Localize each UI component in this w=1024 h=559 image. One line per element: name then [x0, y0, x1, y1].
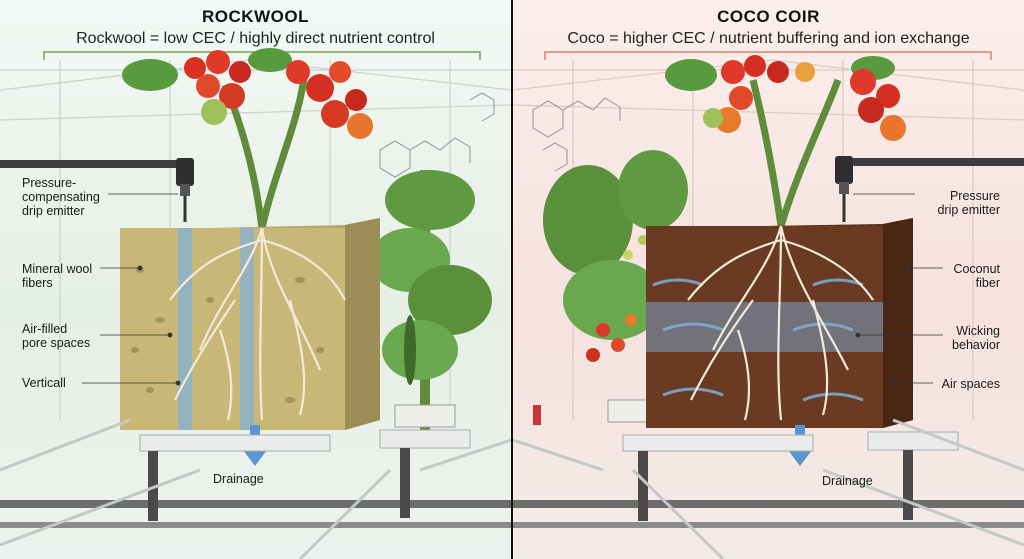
rockwool-panel: ROCKWOOL Rockwool = low CEC / highly dir…	[0, 0, 511, 559]
drip-line	[0, 158, 194, 222]
cucumber-plant	[370, 170, 492, 430]
tray-piping	[0, 418, 511, 559]
label-wicking-behavior: Wicking behavior	[952, 324, 1000, 352]
label-leaders	[82, 193, 181, 386]
title-bracket	[544, 51, 992, 60]
rockwool-roots	[169, 227, 346, 421]
label-mineral-wool-fibers: Mineral wool fibers	[22, 262, 93, 290]
label-coconut-fiber: Coconut fiber	[953, 262, 1000, 290]
coco-roots	[687, 225, 874, 421]
label-drip-emitter: Pressure drip emitter	[937, 189, 1000, 217]
coco-panel: COCO COIR Coco = higher CEC / nutrient b…	[513, 0, 1024, 559]
label-air-spaces: Air spaces	[941, 377, 1000, 391]
coco-subtitle: Coco = higher CEC / nutrient buffering a…	[567, 30, 970, 47]
rockwool-subtitle: Rockwool = low CEC / highly direct nutri…	[76, 30, 435, 47]
label-drainage: Drainage	[213, 472, 264, 486]
drip-line	[835, 156, 1024, 222]
label-leaders	[853, 193, 943, 386]
molecule-sketch	[379, 92, 495, 178]
tomato-plant	[665, 55, 906, 228]
tomato-row	[543, 150, 688, 423]
coco-scene	[513, 51, 1024, 559]
molecule-sketch	[532, 97, 621, 172]
rockwool-scene	[0, 48, 511, 559]
label-vertical: Verticall	[22, 376, 66, 390]
rockwool-title: ROCKWOOL	[202, 7, 309, 26]
label-air-filled-pores: Air-filled pore spaces	[22, 322, 91, 350]
panel-divider	[511, 0, 513, 559]
tomato-plant	[122, 48, 373, 229]
tray-piping	[513, 405, 1024, 559]
label-drip-emitter: Pressure- compensating drip emitter	[22, 176, 100, 218]
label-drainage: Drainage	[822, 474, 873, 488]
coco-title: COCO COIR	[717, 7, 820, 26]
rockwool-block	[120, 218, 380, 430]
